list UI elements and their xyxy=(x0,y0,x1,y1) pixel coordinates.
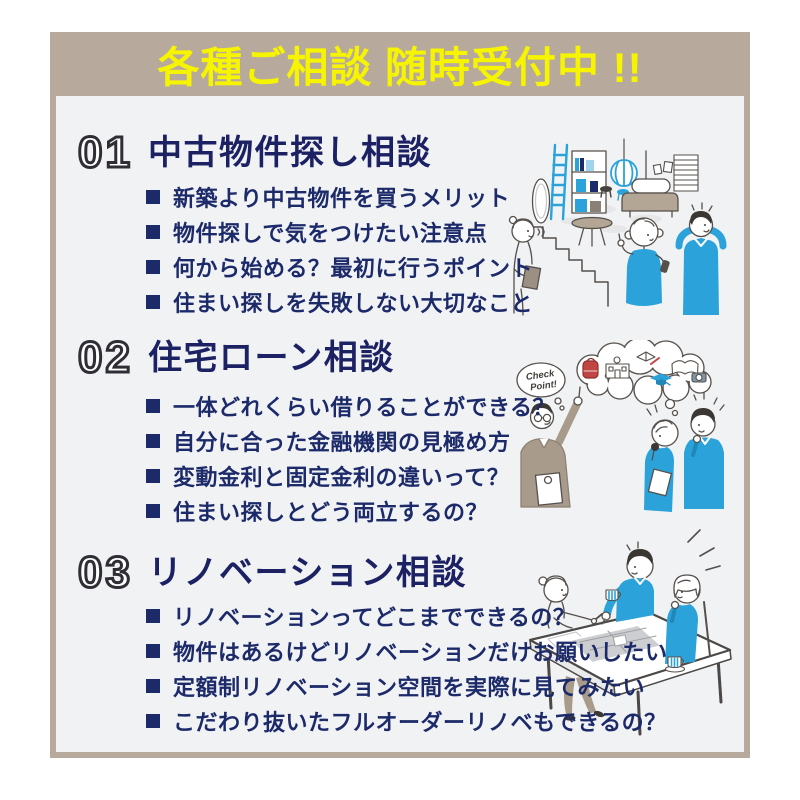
bullet-square-icon xyxy=(146,259,160,274)
section-number: 01 xyxy=(77,128,133,177)
bullet-item: 物件はあるけどリノベーションだけお願いしたい xyxy=(146,633,668,668)
speech-text-line1: Check xyxy=(525,368,555,383)
bullet-square-icon xyxy=(146,224,160,239)
bullet-item: 物件探しで気をつけたい注意点 xyxy=(146,214,533,249)
section-title: 中古物件探し相談 xyxy=(148,134,432,172)
coffee-table xyxy=(571,216,613,247)
bullet-text: 新築より中古物件を買うメリット xyxy=(173,185,511,211)
bullet-text: リノベーションってどこまでできるの？ xyxy=(173,604,576,630)
book-pencil-icon xyxy=(636,351,660,365)
section-number: 02 xyxy=(77,333,133,382)
right-woman xyxy=(665,574,711,664)
bullet-square-icon xyxy=(146,189,160,204)
emphasis-lines xyxy=(687,529,721,571)
coffee-mugs xyxy=(605,589,686,673)
bookshelf xyxy=(571,150,607,214)
bullet-text: 住まい探しとどう両立するの？ xyxy=(173,499,489,525)
relaxed-man xyxy=(675,202,727,315)
bullet-text: こだわり抜いたフルオーダーリノベもできるの？ xyxy=(173,709,667,735)
graduation-cap-icon xyxy=(650,373,672,386)
bullet-item: こだわり抜いたフルオーダーリノベもできるの？ xyxy=(146,703,668,738)
section-bullet-list: 新築より中古物件を買うメリット 物件探しで気をつけたい注意点 何から始める？最初… xyxy=(146,179,533,319)
bullet-text: 定額制リノベーション空間を実際に見てみたい xyxy=(173,674,646,700)
bullet-square-icon xyxy=(146,643,160,658)
stairs xyxy=(529,226,609,307)
bullet-item: 定額制リノベーション空間を実際に見てみたい xyxy=(146,668,668,703)
advisor-man xyxy=(520,386,583,508)
bullet-text: 自分に合った金融機関の見極め方 xyxy=(173,429,511,455)
section-title: 住宅ローン相談 xyxy=(148,339,395,377)
red-backpack-icon xyxy=(582,357,599,379)
bullet-square-icon xyxy=(146,503,160,518)
floor-plan xyxy=(547,624,663,664)
bullet-square-icon xyxy=(146,294,160,309)
bullet-item: 自分に合った金融機関の見極め方 xyxy=(146,423,555,458)
speech-text-line2: Point! xyxy=(530,379,558,394)
section-number: 03 xyxy=(77,548,133,597)
camera-icon xyxy=(691,372,707,383)
thinking-man xyxy=(684,392,725,509)
bullet-text: 何から始める？最初に行うポイント xyxy=(173,255,534,281)
illustration-renovation-meeting xyxy=(518,526,744,738)
content-panel: Check Point! xyxy=(56,96,744,752)
bullet-square-icon xyxy=(146,713,160,728)
open-book-icon xyxy=(671,360,699,375)
bullet-item: 住まい探しとどう両立するの？ xyxy=(146,493,555,528)
section-bullet-list: リノベーションってどこまでできるの？ 物件はあるけどリノベーションだけお願いした… xyxy=(146,598,668,738)
panel-frame: 各種ご相談 随時受付中 !! xyxy=(50,32,750,758)
bullet-text: 変動金利と固定金利の違いって？ xyxy=(173,464,510,490)
bullet-square-icon xyxy=(146,608,160,623)
bullet-square-icon xyxy=(146,468,160,483)
window-blind xyxy=(673,154,699,192)
agent-woman xyxy=(508,215,545,316)
bullet-item: 何から始める？最初に行うポイント xyxy=(146,249,533,284)
bullet-square-icon xyxy=(146,398,160,413)
section-title: リノベーション相談 xyxy=(148,554,467,592)
section-bullet-list: 一体どれくらい借りることができる？ 自分に合った金融機関の見極め方 変動金利と固… xyxy=(146,388,555,528)
ladder xyxy=(549,143,569,221)
bullet-item: リノベーションってどこまでできるの？ xyxy=(146,598,668,633)
thought-cloud xyxy=(576,340,712,417)
left-woman-legs xyxy=(564,676,605,721)
bullet-square-icon xyxy=(146,678,160,693)
school-icon xyxy=(605,356,630,379)
pointing-woman xyxy=(617,217,670,306)
left-woman xyxy=(538,575,603,629)
pendant-lamp xyxy=(610,138,638,187)
header-banner: 各種ご相談 随時受付中 !! xyxy=(50,32,750,96)
illustration-property-search xyxy=(496,131,736,317)
bullet-text: 一体どれくらい借りることができる？ xyxy=(173,394,556,420)
bullet-text: 住まい探しを失敗しない大切なこと xyxy=(173,290,534,316)
wall-frames xyxy=(652,160,674,175)
speech-bubble: Check Point! xyxy=(516,362,566,411)
bullet-square-icon xyxy=(146,433,160,448)
bullet-text: 物件探しで気をつけたい注意点 xyxy=(173,220,488,246)
bullet-item: 新築より中古物件を買うメリット xyxy=(146,179,533,214)
sofa xyxy=(621,178,679,218)
bullet-text: 物件はあるけどリノベーションだけお願いしたい xyxy=(173,639,668,665)
mirror xyxy=(531,178,551,224)
thinking-woman xyxy=(644,404,679,512)
bullet-item: 一体どれくらい借りることができる？ xyxy=(146,388,555,423)
bullet-item: 変動金利と固定金利の違いって？ xyxy=(146,458,555,493)
bullet-item: 住まい探しを失敗しない大切なこと xyxy=(146,284,533,319)
illustration-loan-consult: Check Point! xyxy=(504,340,739,532)
center-man xyxy=(601,541,654,625)
banner-title: 各種ご相談 随時受付中 !! xyxy=(157,43,643,91)
